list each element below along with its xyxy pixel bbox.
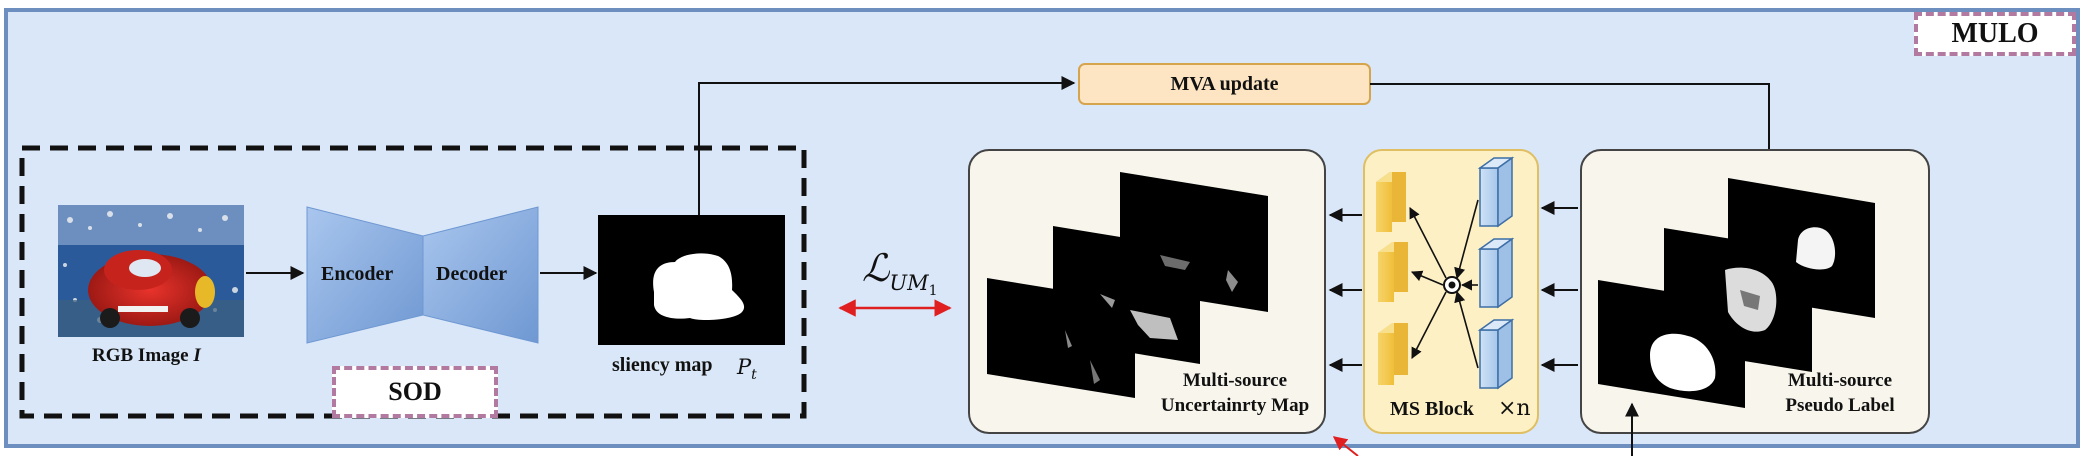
decoder-block: [422, 206, 539, 344]
saliency-map-caption: sliency map: [612, 354, 713, 377]
ms-block-label: MS Block: [1390, 398, 1474, 420]
uncertainty-map-stack: [987, 172, 1268, 398]
mva-update-label: MVA update: [1170, 73, 1279, 95]
uncertainty-map-label: Multi-source Uncertainrty Map: [1160, 370, 1310, 416]
sod-label: SOD: [388, 377, 442, 406]
bottom-arrow-red: [1332, 436, 1359, 456]
saliency-map-image: [598, 215, 785, 345]
mulo-tag: MULO: [1914, 12, 2076, 56]
encoder-label: Encoder: [321, 263, 394, 285]
saliency-map-label: sliency map: [612, 354, 713, 376]
pseudo-label-stack: [1598, 178, 1875, 408]
rgb-image-symbol: I: [193, 345, 201, 366]
pseudo-label-label: Multi-source Pseudo Label: [1785, 370, 1895, 416]
ms-block-repeat: ×n: [1498, 396, 1531, 421]
loss-label: ℒUM1: [862, 246, 938, 299]
ms-block-internals: [1376, 156, 1515, 390]
rgb-image-label: RGB Image: [92, 345, 189, 366]
sod-tag: SOD: [332, 366, 498, 418]
mulo-label: MULO: [1951, 18, 2039, 49]
saliency-symbol: Pt: [737, 355, 757, 384]
rgb-input-image: [58, 205, 244, 337]
map-to-mva-arrow: [698, 76, 1076, 215]
rgb-image-caption: RGB Image I: [92, 345, 201, 367]
mva-to-pseudo-arrow: [1370, 83, 1776, 175]
decoder-label: Decoder: [436, 263, 508, 285]
